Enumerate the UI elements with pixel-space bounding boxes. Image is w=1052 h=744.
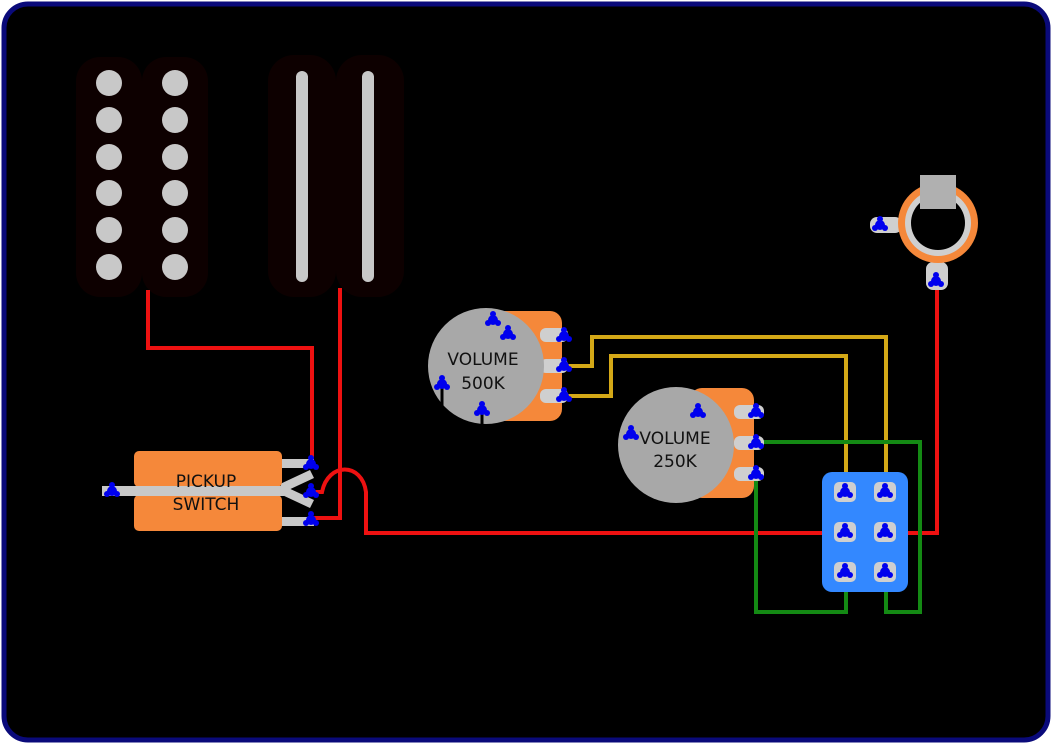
- pole-piece: [162, 180, 188, 206]
- jack-tip-spring: [920, 175, 956, 209]
- solder-icon: [690, 403, 706, 418]
- pole-piece: [96, 254, 122, 280]
- switch-icon: [822, 472, 908, 592]
- volume-pot-250k: VOLUME 250K: [618, 387, 764, 503]
- solder-icon: [872, 216, 888, 231]
- jack-hole: [911, 196, 965, 250]
- wire-yellow: [566, 335, 888, 492]
- switch-lug: [280, 486, 314, 508]
- solder-icon: [434, 375, 450, 390]
- pickup-switch: PICKUP SWITCH: [102, 451, 314, 531]
- switch-body-bottom: [134, 495, 282, 531]
- pickup-coil-right: [142, 57, 208, 297]
- wire-red: [312, 467, 848, 535]
- solder-icon: [623, 425, 639, 440]
- pole-piece: [96, 180, 122, 206]
- solder-icon: [104, 482, 120, 497]
- solder-icon: [303, 511, 319, 526]
- pole-piece: [96, 217, 122, 243]
- wire-yellow: [566, 354, 848, 492]
- solder-icon: [748, 465, 764, 480]
- solder-icon: [485, 311, 501, 326]
- solder-icon: [837, 483, 853, 498]
- pole-piece: [96, 107, 122, 133]
- switch-lug: [102, 486, 138, 496]
- pot-label-line1: VOLUME: [639, 429, 710, 449]
- solder-icon: [556, 327, 572, 342]
- solder-icon: [303, 455, 319, 470]
- solder-icon: [837, 563, 853, 578]
- pole-piece: [96, 144, 122, 170]
- pole-piece: [162, 217, 188, 243]
- switch-lug: [280, 517, 314, 526]
- solder-icon: [500, 325, 516, 340]
- solder-joints: [104, 216, 944, 578]
- switch-label-line1: PICKUP: [176, 472, 237, 492]
- solder-icon: [474, 401, 490, 416]
- switch-label-line2: SWITCH: [173, 495, 240, 515]
- solder-icon: [556, 387, 572, 402]
- pole-piece: [162, 107, 188, 133]
- switch-body-top: [134, 451, 282, 487]
- solder-icon: [877, 523, 893, 538]
- pole-piece: [162, 254, 188, 280]
- solder-icon: [928, 272, 944, 287]
- solder-icon: [837, 523, 853, 538]
- switch-lug: [280, 470, 314, 492]
- humbucker-pickup-icon: [76, 57, 208, 297]
- solder-icon: [748, 434, 764, 449]
- pot-label-line2: 500K: [461, 374, 505, 394]
- pole-piece: [162, 70, 188, 96]
- wire-green: [756, 440, 922, 614]
- solder-icon: [877, 483, 893, 498]
- solder-icon: [303, 483, 319, 498]
- rail-pickup-icon: [268, 55, 404, 297]
- pickup-rail: [362, 71, 374, 282]
- switch-blade: [134, 486, 284, 496]
- solder-icon: [748, 403, 764, 418]
- pole-piece: [162, 144, 188, 170]
- pot-label-line2: 250K: [653, 452, 697, 472]
- solder-icon: [556, 357, 572, 372]
- pickup-rail: [296, 71, 308, 282]
- pickup-coil-left: [76, 57, 142, 297]
- pole-piece: [96, 70, 122, 96]
- solder-icon: [877, 563, 893, 578]
- pot-label-line1: VOLUME: [447, 350, 518, 370]
- pole-pieces: [96, 70, 188, 280]
- switch-lug: [280, 459, 314, 468]
- wire-red: [312, 288, 342, 520]
- wire-red: [146, 290, 314, 462]
